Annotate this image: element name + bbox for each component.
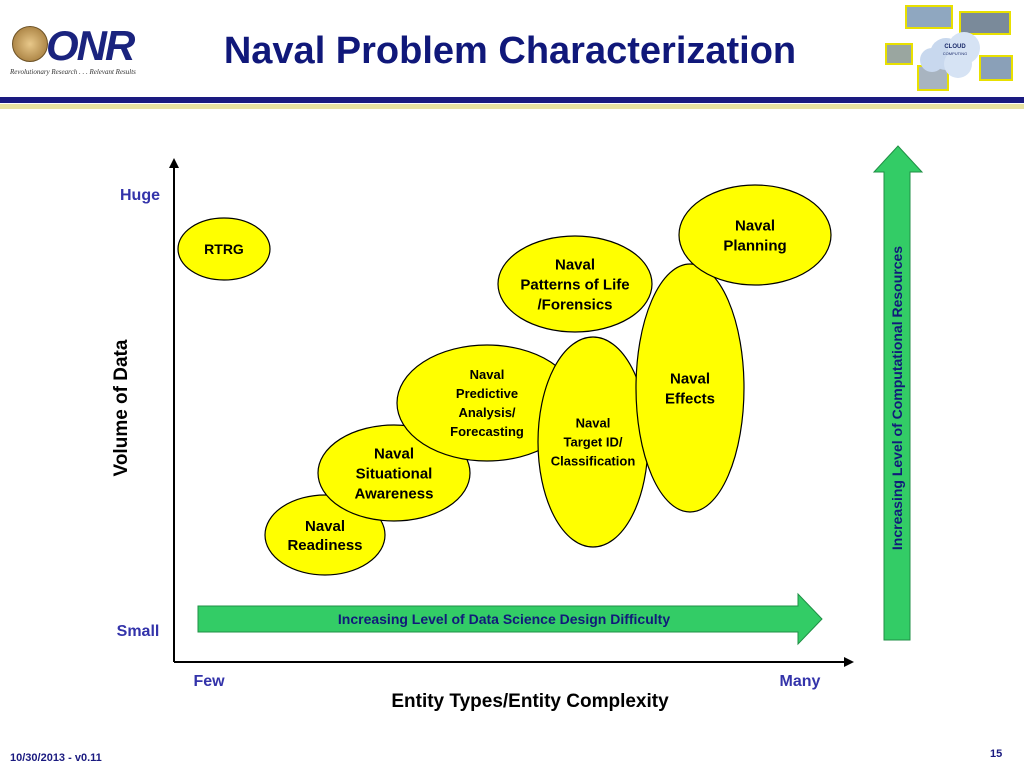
bubble-label-line: Awareness — [355, 485, 434, 502]
bubble-label-line: Naval — [305, 518, 345, 535]
onr-tagline: Revolutionary Research . . . Relevant Re… — [10, 68, 136, 76]
cloud-icon — [920, 32, 980, 78]
computational-resources-label: Increasing Level of Computational Resour… — [889, 246, 905, 550]
cloud-computing-label: CLOUD — [944, 44, 966, 50]
bubble-label-line: Predictive — [456, 386, 518, 401]
carrier-photo — [959, 11, 1011, 35]
bubble-label-line: Patterns of Life — [520, 276, 629, 293]
data-science-difficulty-label: Increasing Level of Data Science Design … — [338, 611, 670, 627]
slide-title: Naval Problem Characterization — [223, 30, 797, 72]
title-band-navy — [0, 97, 1024, 103]
computational-resources-arrow: Increasing Level of Computational Resour… — [872, 145, 924, 641]
bubble-label-line: Forecasting — [450, 424, 524, 439]
bubble-shape — [264, 494, 386, 576]
data-science-difficulty-arrow: Increasing Level of Data Science Design … — [197, 592, 823, 646]
footer-date-version: 10/30/2013 - v0.11 — [10, 752, 102, 764]
y-low-label: Small — [117, 623, 160, 640]
building-photo — [885, 43, 913, 65]
bubble-label-line: Effects — [665, 390, 715, 407]
bubble-label-line: Analysis/ — [458, 405, 515, 420]
bubble-shape — [177, 217, 271, 281]
bubble-rtrg: RTRG — [177, 217, 271, 281]
bubble-label-line: Situational — [356, 465, 433, 482]
bubble-label-line: Naval — [670, 370, 710, 387]
bubble-shape — [678, 184, 832, 286]
cloud-computing-collage: CLOUD COMPUTING — [885, 5, 1013, 91]
bubble-shape — [635, 263, 745, 513]
bubble-label-line: RTRG — [204, 241, 244, 257]
bubble-label-line: Naval — [374, 445, 414, 462]
bubble-label-line: /Forensics — [537, 296, 612, 313]
bubble-label-line: Naval — [735, 217, 775, 234]
onr-logo: ONR — [46, 22, 135, 69]
footer-page-number: 15 — [990, 748, 1003, 760]
bubble-label-line: Target ID/ — [564, 435, 623, 450]
title-band-tan — [0, 104, 1024, 109]
y-axis-title: Volume of Data — [111, 339, 132, 476]
aircraft-photo — [905, 5, 953, 29]
y-high-label: Huge — [120, 187, 160, 204]
x-low-label: Few — [193, 673, 225, 690]
x-axis-title: Entity Types/Entity Complexity — [391, 691, 669, 712]
ship-photo — [979, 55, 1013, 81]
bubble-label-line: Planning — [723, 237, 786, 254]
bubble-label-line: Readiness — [287, 537, 362, 554]
svg-text:COMPUTING: COMPUTING — [943, 51, 967, 56]
onr-seal-icon — [12, 26, 48, 62]
bubble-shape — [497, 235, 653, 333]
bubble-label-line: Naval — [555, 256, 595, 273]
bubble-label-line: Classification — [551, 454, 636, 469]
bubble-label-line: Naval — [576, 416, 611, 431]
x-high-label: Many — [780, 673, 821, 690]
bubble-label-line: Naval — [470, 367, 505, 382]
